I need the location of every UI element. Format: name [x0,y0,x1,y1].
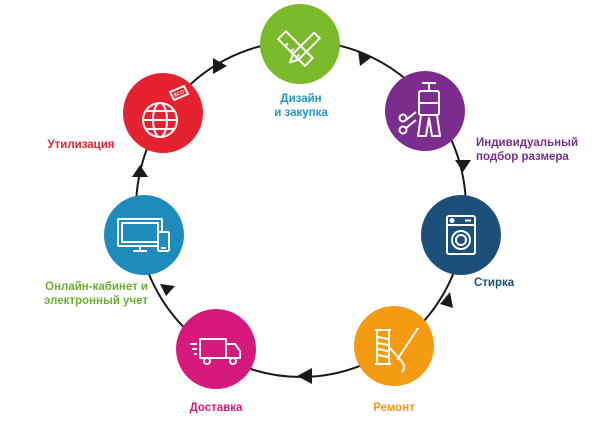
delivery-truck-icon [190,338,241,365]
label-laundry: Стирка [474,276,554,290]
label-sizing-line-2: подбор размера [476,151,569,163]
label-repair: Ремонт [354,401,434,415]
step-recycling: ECO [123,73,203,153]
cycle-arrows [132,50,471,384]
arrow-6 [132,165,148,177]
sizing-circle [385,71,465,151]
step-repair [354,306,434,386]
label-repair-line-1: Ремонт [373,402,415,414]
step-design [260,4,340,84]
ruler-pencil-icon [277,30,321,67]
eco-tag: ECO [173,89,185,99]
step-sizing [385,71,465,151]
label-recycling: Утилизация [36,138,126,152]
label-delivery-line-1: Доставка [189,402,243,414]
delivery-circle [176,309,256,389]
washing-machine-icon [446,215,476,255]
globe-eco-icon [142,84,190,138]
arrow-1 [358,50,372,66]
label-online-line-2: электронный учет [44,295,148,307]
label-online: Онлайн-кабинет и электронный учет [22,280,148,308]
label-delivery: Доставка [176,401,256,415]
label-design: Дизайн и закупка [256,92,346,120]
label-sizing-line-1: Индивидуальный [476,137,579,149]
label-design-line-2: и закупка [274,107,328,119]
step-delivery [176,309,256,389]
mannequin-scissors-icon [398,82,441,137]
arrow-5 [160,284,175,296]
recycling-circle [123,73,203,153]
arrow-3 [440,292,453,308]
label-design-line-1: Дизайн [280,93,322,105]
label-recycling-line-1: Утилизация [47,139,115,151]
thread-needle-icon [375,327,419,373]
step-online [104,195,184,275]
label-sizing: Индивидуальный подбор размера [476,136,596,164]
arrow-2 [455,160,471,172]
label-laundry-line-1: Стирка [474,277,515,289]
monitor-devices-icon [117,218,170,252]
step-laundry [421,195,501,275]
arrow-7 [213,58,227,74]
online-circle [104,195,184,275]
arrow-4 [297,368,312,384]
label-online-line-1: Онлайн-кабинет и [45,281,148,293]
repair-circle [354,306,434,386]
